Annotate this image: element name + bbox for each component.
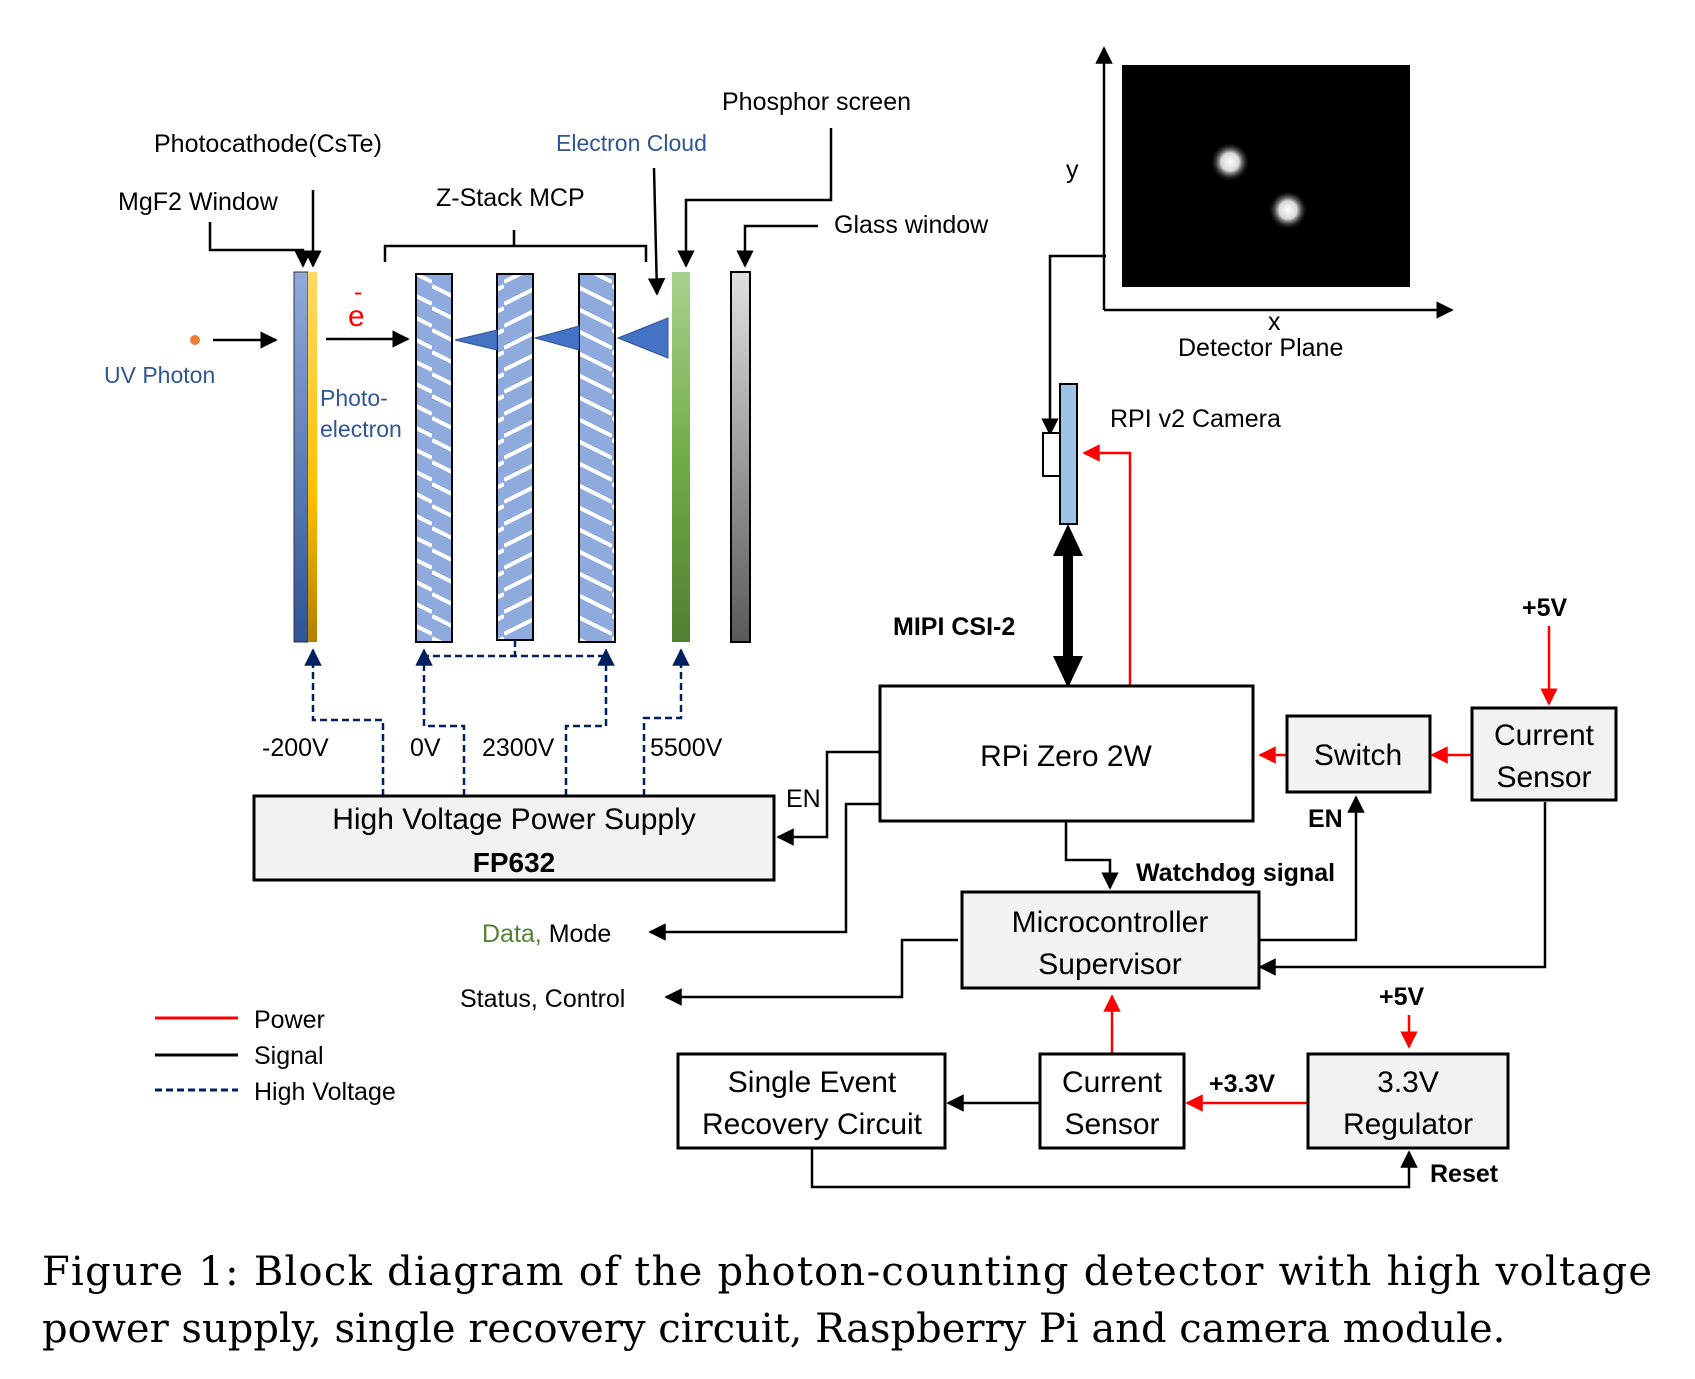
voltage-0-label: 0V (410, 734, 441, 762)
current-sensor-top-block: Current Sensor (1470, 706, 1618, 802)
hvps-block: High Voltage Power Supply FP632 (252, 794, 776, 882)
legend-hv-label: High Voltage (254, 1078, 396, 1106)
mgf2-window (293, 271, 309, 643)
detector-image (1122, 65, 1410, 287)
ser-line2: Recovery Circuit (702, 1108, 923, 1141)
voltage-2300-label: 2300V (482, 734, 555, 762)
ser-line1: Single Event (728, 1066, 897, 1099)
hvps-title: High Voltage Power Supply (332, 803, 696, 836)
electron-cloud-label: Electron Cloud (556, 130, 707, 156)
electron-cascade-1 (454, 329, 498, 351)
mcp-plate-3 (578, 273, 616, 643)
micro-line2: Supervisor (1038, 948, 1181, 981)
glass-window (730, 271, 751, 643)
mipi-label: MIPI CSI-2 (893, 613, 1015, 641)
uv-photon-dot (190, 335, 200, 345)
power-lines (1082, 444, 1558, 1112)
current-sensor-top-line2: Sensor (1496, 761, 1591, 794)
regulator-line2: Regulator (1343, 1108, 1473, 1141)
detector-plane (1095, 46, 1454, 319)
mgf2-window-label: MgF2 Window (118, 188, 279, 216)
rpi-zero-label: RPi Zero 2W (980, 740, 1152, 773)
switch-label: Switch (1314, 739, 1402, 772)
regulator-block: 3.3V Regulator (1306, 1052, 1510, 1150)
switch-block: Switch (1285, 714, 1432, 794)
voltage-minus200-label: -200V (262, 734, 329, 762)
electron-charge: - (354, 278, 362, 306)
micro-line1: Microcontroller (1012, 906, 1209, 939)
en-right-label: EN (1308, 805, 1343, 833)
data-word: Data, (482, 920, 542, 948)
detector-tube (190, 128, 833, 643)
uv-photon-label: UV Photon (104, 362, 215, 388)
photoelectron-label-1: Photo- (320, 385, 388, 411)
camera-board (1059, 383, 1078, 525)
axis-x-label: x (1268, 308, 1281, 336)
plus33v-label: +3.3V (1209, 1070, 1275, 1098)
voltage-5500-label: 5500V (650, 734, 723, 762)
legend-power-label: Power (254, 1006, 325, 1034)
photocathode-label: Photocathode(CsTe) (154, 130, 382, 158)
mipi-link (1053, 524, 1083, 688)
microcontroller-supervisor-block: Microcontroller Supervisor (960, 890, 1261, 990)
phosphor-screen (672, 272, 690, 642)
current-sensor-top-line1: Current (1494, 719, 1595, 752)
status-control-label: Status, Control (460, 985, 625, 1013)
legend: Power Signal High Voltage (155, 1006, 396, 1106)
rpi-camera-label: RPI v2 Camera (1110, 405, 1281, 433)
camera-lens (1042, 432, 1061, 477)
photon-spot-2 (1268, 190, 1308, 230)
photoelectron-label-2: electron (320, 416, 402, 442)
photon-spot-1 (1210, 142, 1250, 182)
electron-cascade-2 (533, 325, 580, 351)
mcp-plate-2 (496, 273, 534, 641)
regulator-line1: 3.3V (1377, 1066, 1439, 1099)
zstack-mcp-label: Z-Stack MCP (436, 184, 585, 212)
reset-label: Reset (1430, 1160, 1499, 1188)
caption-line-1: Figure 1: Block diagram of the photon-co… (42, 1249, 1652, 1295)
glass-window-label: Glass window (834, 211, 989, 239)
current-sensor-bottom-line2: Sensor (1064, 1108, 1159, 1141)
hv-lines (304, 640, 690, 796)
rpi-camera (1041, 254, 1106, 525)
caption-line-2: power supply, single recovery circuit, R… (42, 1306, 1505, 1352)
current-sensor-bottom-block: Current Sensor (1038, 1052, 1186, 1150)
photocathode (308, 272, 317, 642)
ser-circuit-block: Single Event Recovery Circuit (676, 1052, 947, 1150)
phosphor-screen-label: Phosphor screen (722, 88, 911, 116)
mcp-plate-1 (415, 273, 453, 643)
plus5v-bottom-label: +5V (1379, 983, 1425, 1011)
legend-signal-label: Signal (254, 1042, 324, 1070)
rpi-zero-block: RPi Zero 2W (878, 684, 1255, 823)
electron-symbol: e (348, 300, 365, 333)
detector-plane-label: Detector Plane (1178, 334, 1343, 362)
current-sensor-bottom-line1: Current (1062, 1066, 1163, 1099)
plus5v-top-label: +5V (1522, 594, 1568, 622)
hvps-model: FP632 (473, 847, 556, 878)
en-left-label: EN (786, 785, 821, 813)
mode-word: Mode (542, 920, 611, 948)
axis-y-label: y (1066, 156, 1079, 184)
watchdog-label: Watchdog signal (1136, 859, 1335, 887)
signal-lines (648, 750, 1547, 1189)
electron-cascade-3 (616, 317, 669, 359)
data-mode-label: Data, Mode (482, 920, 611, 948)
